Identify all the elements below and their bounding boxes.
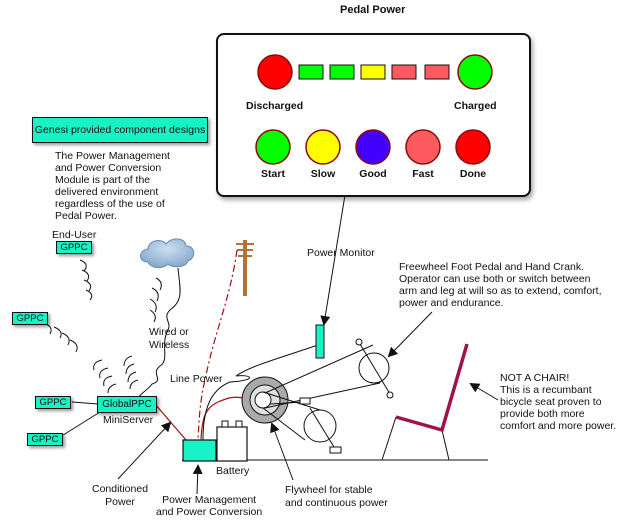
gppc-left: GPPC xyxy=(12,312,48,325)
wireless-waves-cloud xyxy=(149,277,162,323)
global-ppc-box: GlobalPPC xyxy=(97,396,157,413)
module-note: The Power Management and Power Conversio… xyxy=(55,150,170,222)
state-indicator-start xyxy=(255,129,291,165)
power-management-box xyxy=(182,439,217,462)
state-indicator-done xyxy=(455,129,491,165)
pm-pc-callout: Power Management and Power Conversion xyxy=(156,494,263,518)
state-label-start: Start xyxy=(261,168,285,180)
state-label-fast: Fast xyxy=(412,168,434,180)
battery-box xyxy=(216,426,248,462)
state-indicator-good xyxy=(355,129,391,165)
flywheel-arrow xyxy=(270,422,294,481)
battery-label: Battery xyxy=(216,465,250,477)
generator-wire xyxy=(200,396,245,441)
seat-arrow xyxy=(469,382,499,401)
recumbent-seat-icon xyxy=(381,343,469,461)
hand-crank-icon xyxy=(299,397,342,454)
power-monitor-label: Power Monitor xyxy=(307,247,375,259)
discharged-label: Discharged xyxy=(246,100,304,112)
seat-callout: NOT A CHAIR! This is a recumbant bicycle… xyxy=(500,372,617,432)
flywheel-callout: Flywheel for stable and continuous power xyxy=(285,484,388,509)
gppc-link-2 xyxy=(59,411,101,438)
wireless-waves-enduser xyxy=(79,259,93,301)
power-monitor-arrow xyxy=(320,194,346,326)
state-indicator-fast xyxy=(405,129,441,165)
line-power-label: Line Power xyxy=(170,373,223,385)
freewheel-arrow xyxy=(387,311,433,358)
charged-indicator xyxy=(457,54,493,90)
genesi-legend-box: Genesi provided component designs xyxy=(32,117,208,143)
wireless-waves-globalppc xyxy=(93,355,139,394)
wired-link xyxy=(137,267,181,399)
wired-wireless-label: Wired or Wireless xyxy=(149,326,190,351)
line-power-wire xyxy=(197,249,238,441)
state-label-slow: Slow xyxy=(310,168,336,180)
gppc-end-user: GPPC xyxy=(56,241,92,254)
miniserver-label: MiniServer xyxy=(103,414,154,426)
monitor-wire xyxy=(202,344,319,441)
state-indicator-slow xyxy=(305,129,341,165)
pedal-wheel-icon xyxy=(355,338,394,399)
charge-segment xyxy=(360,64,386,80)
charge-segment xyxy=(424,64,450,80)
cloud-icon xyxy=(140,238,195,269)
conditioned-power-callout: Conditioned Power xyxy=(92,483,149,508)
pm-arrow xyxy=(192,464,203,495)
charge-segment xyxy=(329,64,355,80)
conditioned-power-arrow xyxy=(117,421,172,480)
flywheel-icon xyxy=(241,376,289,424)
power-monitor-device xyxy=(315,324,325,359)
charge-segment xyxy=(391,64,417,80)
gppc-mid: GPPC xyxy=(35,396,71,409)
charged-label: Charged xyxy=(454,100,497,112)
gppc-bottom: GPPC xyxy=(27,433,63,446)
end-user-label: End-User xyxy=(52,229,97,241)
gppc-link-1 xyxy=(71,401,99,405)
freewheel-callout: Freewheel Foot Pedal and Hand Crank. Ope… xyxy=(399,261,602,309)
state-label-good: Good xyxy=(359,168,387,180)
diagram-title: Pedal Power xyxy=(340,4,406,16)
discharged-indicator xyxy=(257,54,293,90)
state-label-done: Done xyxy=(459,168,487,180)
utility-pole-icon xyxy=(236,240,254,296)
charge-segment xyxy=(298,64,324,80)
drive-belts xyxy=(262,344,381,441)
